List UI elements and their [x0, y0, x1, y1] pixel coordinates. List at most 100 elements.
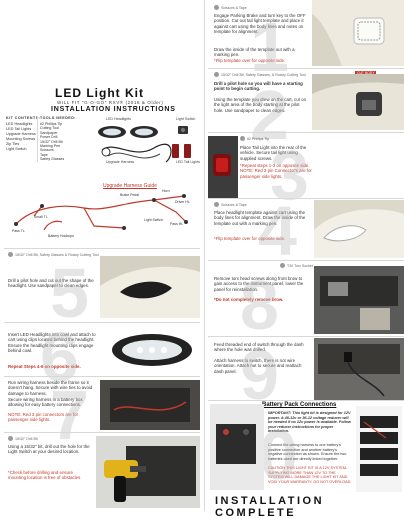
step-number-1: 1 — [250, 8, 289, 86]
step3-photo — [208, 136, 238, 198]
tool-item: 15/32" Drill Bit — [40, 139, 63, 144]
kit-item: LED Headlights — [6, 122, 33, 126]
tool-item: Safety Glasses — [40, 157, 65, 162]
kit-fitment: WILL FIT "G-O-GO" RXV® (2018 & Older) — [57, 100, 164, 105]
kit-item: LED Tail Lights — [6, 127, 32, 131]
step-torx-tools: T30 Torx Socket — [280, 263, 313, 268]
installation-complete: INSTALLATION COMPLETE — [215, 495, 325, 519]
step-torx-warning: *Do not completely remove brow. — [214, 297, 284, 302]
label-battery-hookups: Battery Hookups — [48, 234, 74, 238]
battery-pack-title: Battery Pack Connections — [262, 402, 337, 408]
step2-photo — [312, 74, 404, 130]
step-number-2: 2 — [250, 76, 289, 154]
step6-note: Repeat Steps 4-6 on opposite side. — [8, 364, 81, 369]
step3-tools: #2 Phillips Tip — [240, 136, 269, 141]
step1-text: Engage Parking Brake and turn key to the… — [214, 13, 306, 35]
divider — [37, 116, 38, 162]
harness-guide-title: Upgrade Harness Guide — [103, 183, 157, 189]
step3-text: Place Tail Light into the rear of the ve… — [240, 145, 307, 161]
step-drill-note: *Check before drilling and ensure mounti… — [8, 470, 82, 481]
step-drill-photo — [96, 436, 200, 508]
drill-icon — [8, 436, 13, 441]
step-number-9: 9 — [240, 336, 279, 414]
step2-text: Using the template you drew on the cart,… — [214, 97, 307, 113]
divider — [4, 432, 200, 433]
scissors-icon — [214, 202, 219, 207]
drill-icon — [8, 252, 13, 257]
divider — [208, 260, 404, 261]
battery-important: IMPORTANT: This light kit is designed fo… — [268, 411, 351, 434]
label-light-switch: Light Switch — [144, 218, 163, 222]
label-brake-pedal: Brake Pedal — [120, 193, 140, 197]
step-number-8: 8 — [240, 266, 279, 344]
label-horn: Horn — [162, 189, 170, 193]
tool-item: Marking Pen — [40, 144, 61, 149]
step-torx-photo — [314, 266, 404, 334]
divider — [208, 132, 404, 133]
step7-text2: Secure wiring harness in a battery box a… — [8, 397, 83, 408]
step-switch-text2: Attach harness to switch, there is not w… — [214, 358, 302, 374]
step-drill-tools: 15/32" Drill Bit — [8, 436, 38, 441]
kit-item: Mounting Screws — [6, 137, 36, 141]
step4-photo — [314, 200, 404, 258]
step-number-4: 4 — [258, 192, 297, 270]
battery-diagram — [356, 406, 402, 492]
step5-text: Drill a pilot hole and cut out the shape… — [8, 278, 94, 289]
step3-note: *Repeat steps 1-3 on opposite side. NOTE… — [240, 163, 312, 179]
step7-text: Run wiring harness beside the frame so i… — [8, 380, 93, 396]
step-number-6: 6 — [40, 318, 79, 396]
drill-icon — [214, 72, 219, 77]
divider — [4, 376, 200, 377]
socket-icon — [280, 263, 285, 268]
step-torx-text: Remove torx head screws along front brow… — [214, 276, 304, 292]
tool-item: Power Drill — [40, 135, 58, 140]
caption-upgrade-harness: Upgrade Harness — [106, 160, 135, 164]
column-divider — [204, 0, 205, 511]
step6-photo — [104, 326, 200, 376]
label-small-tl: Small TL — [34, 215, 48, 219]
step1-note: *Flip template over for opposite side. — [214, 58, 286, 63]
screwdriver-icon — [240, 136, 245, 141]
step7-photo — [100, 380, 200, 430]
label-pass-hl: Pass HL — [170, 222, 184, 226]
kit-contents-heading: KIT CONTENTS: — [6, 116, 41, 120]
tools-needed-list: #2 Phillips Tip Cutting Tool Sandpaper P… — [40, 122, 64, 162]
step-number-7: 7 — [50, 376, 89, 454]
step-drill-text: Using a 15/32" bit, drill out the hole f… — [8, 444, 90, 455]
divider — [4, 322, 200, 323]
label-pass-tl: Pass TL — [12, 229, 25, 233]
kit-contents-photo — [98, 126, 191, 163]
step7-note: NOTE: Red 3 pin connectors are for passe… — [8, 412, 79, 423]
caption-led-headlights: LED Headlights — [106, 117, 131, 121]
tools-needed-heading: TOOLS NEEDED: — [40, 116, 76, 120]
step5-tools: 15/32" Drill Bit, Safety Glasses & Rotar… — [8, 252, 99, 257]
battery-photo — [210, 404, 264, 490]
battery-text: Connect the wiring harness to one batter… — [268, 443, 347, 461]
step1-tools: Scissors & Tape — [214, 5, 247, 10]
step4-text: Place headlight template against cart us… — [214, 210, 306, 226]
divider — [208, 400, 404, 401]
battery-caution: CAUTION THIS LIGHT KIT IS A 12V SYSTEM. … — [268, 466, 352, 484]
tool-item: Cutting Tool — [40, 126, 59, 131]
scissors-icon — [214, 5, 219, 10]
label-driver-hl: Driver HL — [175, 200, 190, 204]
tool-item: Tape — [40, 152, 48, 157]
step4-tools: Scissors & Tape — [214, 202, 247, 207]
tool-item: #2 Phillips Tip — [40, 122, 63, 126]
tool-item: Scissors — [40, 148, 54, 153]
step-switch-text: Feed threaded end of switch through the … — [214, 342, 304, 353]
kit-item: Upgrade Harness — [6, 132, 36, 136]
kit-item: Light Switch — [6, 147, 27, 151]
divider — [208, 336, 404, 337]
cut-body-badge: CUT BODY — [355, 71, 377, 75]
step5-photo — [100, 256, 200, 318]
caption-led-tail-lights: LED Tail Lights — [176, 160, 200, 164]
install-instructions-heading: INSTALLATION INSTRUCTIONS — [51, 106, 176, 113]
step1-photo — [312, 0, 404, 66]
divider — [208, 68, 404, 69]
step4-note: *Flip template over for opposite side. — [214, 236, 286, 241]
step2-text-bold: Drill a pilot hole so you will have a st… — [214, 81, 303, 92]
harness-diagram — [14, 194, 188, 231]
step1-text2: Draw the inside of the template out with… — [214, 47, 295, 58]
